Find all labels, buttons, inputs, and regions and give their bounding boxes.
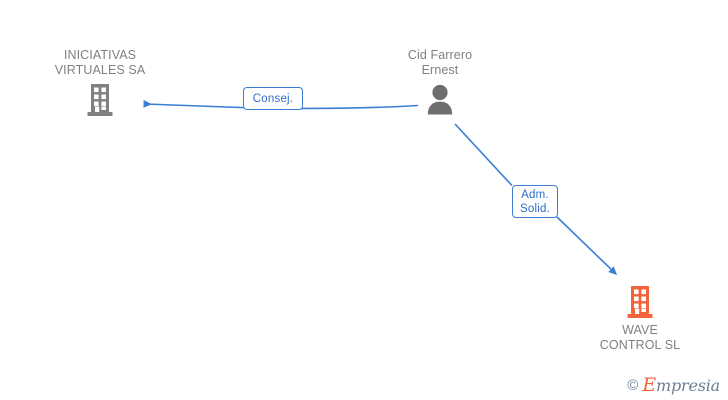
node-label-cid-farrero-ernest: Cid Farrero Ernest xyxy=(407,48,473,77)
node-label-wave-control-sl: WAVE CONTROL SL xyxy=(599,323,681,352)
edge-line-adm-solid-lower xyxy=(556,216,618,276)
empresia-brand-text: Empresia xyxy=(642,374,720,396)
edge-line-adm-solid-upper xyxy=(454,123,513,187)
empresia-brand-initial: E xyxy=(642,374,656,396)
node-iniciativas-virtuales-sa[interactable]: INICIATIVAS VIRTUALES SA xyxy=(40,48,160,118)
building-icon[interactable] xyxy=(84,82,116,118)
copyright-icon: © xyxy=(627,377,639,394)
person-icon[interactable] xyxy=(424,83,456,116)
edge-label-consej[interactable]: Consej. xyxy=(243,87,303,110)
empresia-watermark: © Empresia xyxy=(627,374,720,396)
building-icon[interactable] xyxy=(624,284,656,320)
node-wave-control-sl[interactable]: WAVE CONTROL SL xyxy=(580,280,700,353)
node-cid-farrero-ernest[interactable]: Cid Farrero Ernest xyxy=(380,48,500,116)
empresia-brand-rest: mpresia xyxy=(656,376,720,395)
edge-label-adm-solid[interactable]: Adm. Solid. xyxy=(512,185,558,218)
node-label-iniciativas-virtuales-sa: INICIATIVAS VIRTUALES SA xyxy=(54,48,146,77)
